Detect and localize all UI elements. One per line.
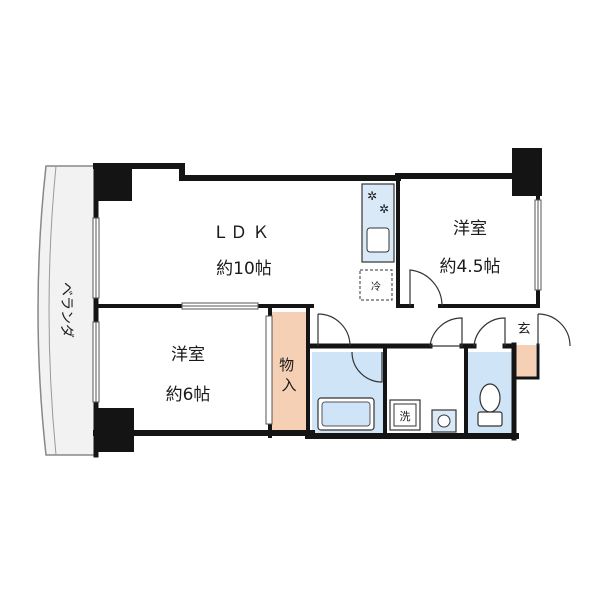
fridge-label: 冷 (371, 280, 381, 293)
windows (92, 199, 542, 425)
sink-icon (366, 227, 390, 253)
washer-label: 洗 (400, 410, 411, 423)
walls (93, 163, 540, 458)
closet-label: 物 入 (279, 356, 299, 394)
veranda-label: ベランダ (58, 282, 74, 338)
veranda: ベランダ (37, 165, 97, 456)
ldk-size: 約10帖 (216, 259, 272, 279)
svg-text:✲: ✲ (367, 189, 377, 203)
kitchen-counter: ✲ ✲ (361, 183, 395, 263)
closet-fill (272, 312, 306, 434)
entrance-label: 玄 (517, 322, 530, 337)
ldk-label: LＤＫ (216, 223, 274, 243)
washbasin-icon (431, 409, 457, 433)
svg-text:✲: ✲ (379, 202, 389, 216)
fridge-space: 冷 (359, 269, 393, 301)
western-4-5-size: 約4.5帖 (439, 257, 500, 277)
stove-icon: ✲ ✲ (367, 189, 389, 216)
entrance-fill (514, 345, 536, 378)
columns (96, 148, 542, 452)
western-6-size: 約6帖 (166, 385, 211, 405)
western-6-label: 洋室 (171, 345, 205, 365)
washer-space: 洗 (389, 399, 421, 431)
bathtub-icon (317, 397, 375, 431)
toilet-icon (477, 383, 503, 427)
doors (317, 269, 571, 383)
western-4-5-label: 洋室 (453, 219, 487, 239)
